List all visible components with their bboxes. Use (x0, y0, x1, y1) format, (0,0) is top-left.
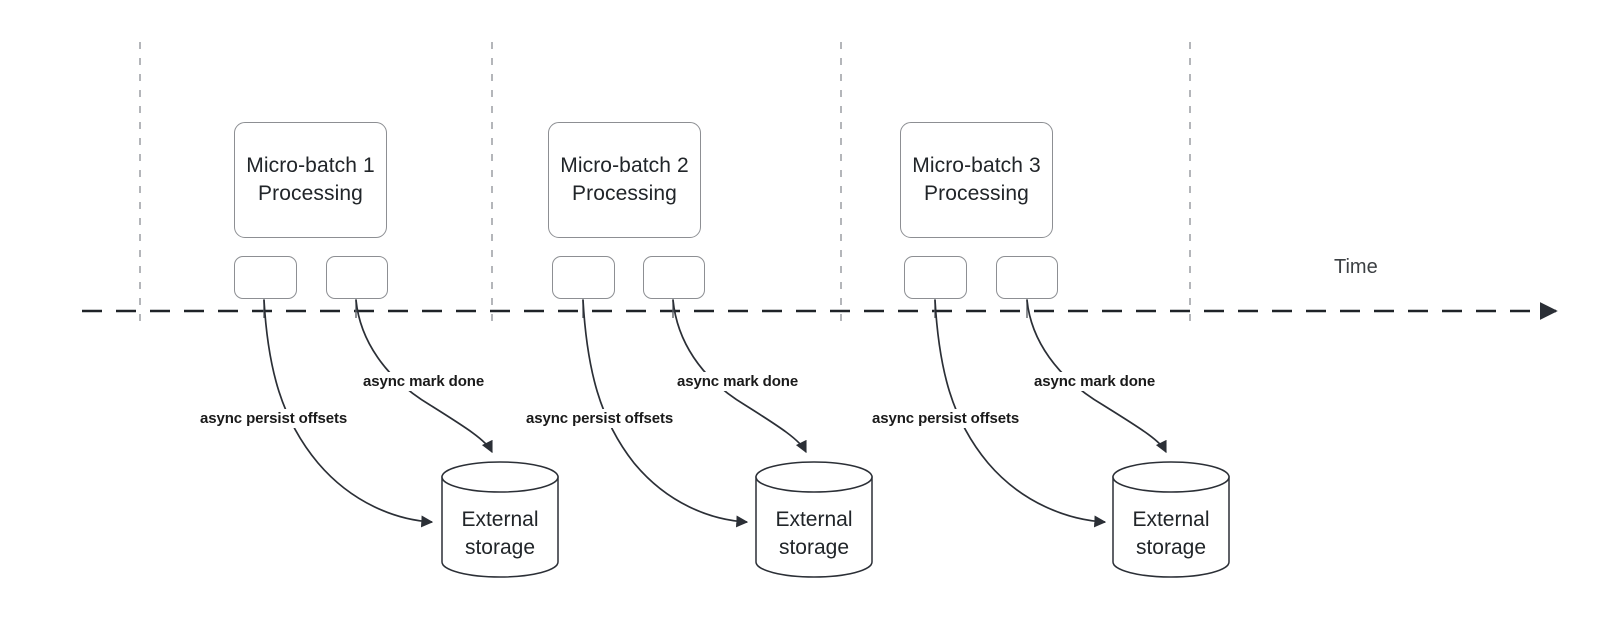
storage-cylinder-3[interactable] (1112, 461, 1230, 578)
edge-label-mb2-mark: async mark done (675, 372, 801, 391)
mini-box-mb2-task-b[interactable] (643, 256, 705, 299)
mini-box-mb1-task-a[interactable] (234, 256, 297, 299)
storage-cylinders (441, 461, 1230, 578)
edge-mb2-persist (582, 299, 749, 528)
edge-mb2-mark (672, 299, 807, 454)
edge-mb3-persist (934, 299, 1107, 528)
edge-label-mb1-mark: async mark done (361, 372, 487, 391)
mini-box-mb3-task-b[interactable] (996, 256, 1058, 299)
storage-cylinder-1[interactable] (441, 461, 559, 578)
process-box-micro-batch-3[interactable]: Micro-batch 3 Processing (900, 122, 1053, 238)
edge-mb1-mark (355, 299, 493, 454)
process-box-micro-batch-1[interactable]: Micro-batch 1 Processing (234, 122, 387, 238)
storage-label-3: External storage (1132, 508, 1210, 559)
storage-label-2: External storage (775, 508, 853, 559)
edge-label-mb3-mark: async mark done (1032, 372, 1158, 391)
storage-cylinder-2[interactable] (755, 461, 873, 578)
storage-label-wrap-2: External storage (756, 462, 872, 577)
storage-label-wrap-3: External storage (1113, 462, 1229, 577)
mini-box-mb2-task-a[interactable] (552, 256, 615, 299)
mini-box-mb1-task-b[interactable] (326, 256, 388, 299)
mini-box-mb3-task-a[interactable] (904, 256, 967, 299)
mini-box-stems (263, 298, 1028, 318)
time-axis-label: Time (1334, 256, 1378, 278)
process-box-micro-batch-2[interactable]: Micro-batch 2 Processing (548, 122, 701, 238)
edge-mb3-mark (1026, 299, 1167, 454)
edge-label-mb2-persist: async persist offsets (524, 409, 676, 428)
edge-label-mb1-persist: async persist offsets (198, 409, 350, 428)
edge-label-mb3-persist: async persist offsets (870, 409, 1022, 428)
storage-label-1: External storage (461, 508, 539, 559)
storage-label-wrap-1: External storage (442, 462, 558, 577)
edge-mb1-persist (263, 299, 434, 528)
